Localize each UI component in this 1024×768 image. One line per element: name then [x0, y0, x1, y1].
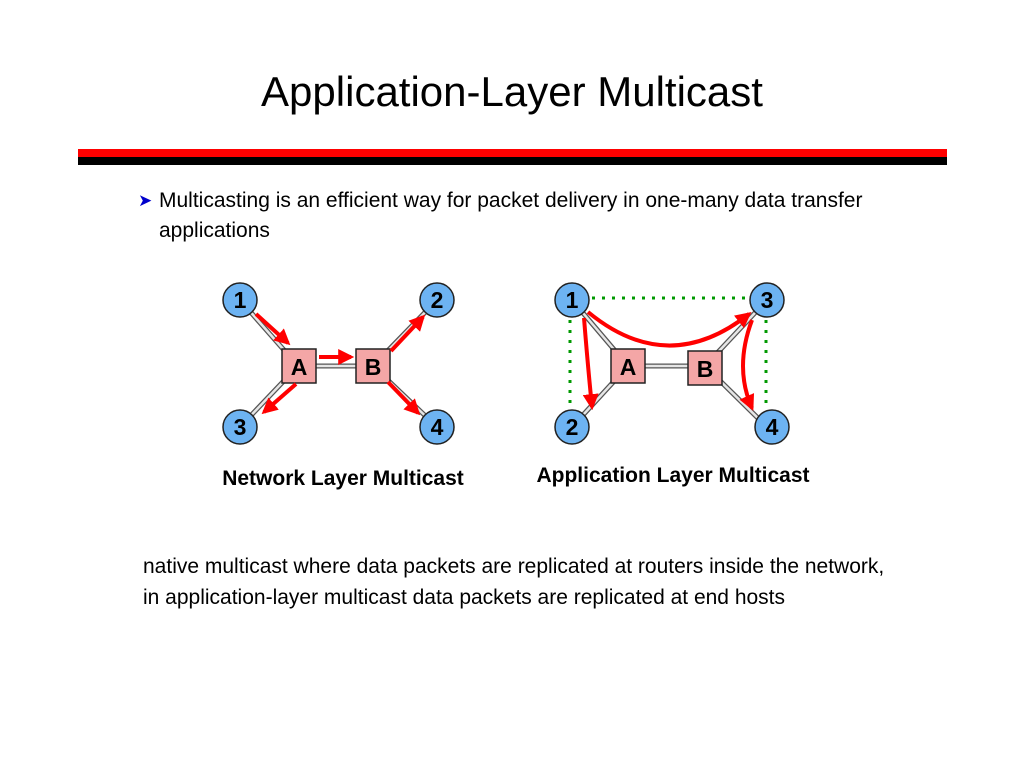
router-A: A	[610, 348, 646, 384]
host-label: 3	[761, 287, 774, 313]
application-layer-diagram: A B 1 3 2 4 Application Layer Mu	[536, 282, 810, 487]
host-1: 1	[554, 282, 590, 318]
host-3: 3	[749, 282, 785, 318]
arrow-3-to-4	[739, 319, 755, 411]
router-label: B	[697, 356, 714, 382]
slide-title: Application-Layer Multicast	[261, 68, 763, 115]
arrow-B-to-2	[389, 314, 426, 353]
host-2: 2	[419, 282, 455, 318]
host-label: 1	[566, 287, 579, 313]
host-label: 2	[431, 287, 444, 313]
router-B: B	[355, 348, 391, 384]
application-physical-links	[570, 298, 769, 429]
host-label: 3	[234, 414, 247, 440]
router-label: A	[620, 354, 637, 380]
host-4: 4	[419, 409, 455, 445]
router-B: B	[687, 350, 723, 386]
arrow-1-to-2	[582, 317, 599, 411]
router-label: B	[365, 354, 382, 380]
body-paragraph: native multicast where data packets are …	[143, 555, 885, 609]
network-layer-diagram: A B 1 2 3 4 Networ	[222, 282, 464, 490]
host-label: 4	[766, 414, 779, 440]
host-label: 4	[431, 414, 444, 440]
application-arrows	[582, 310, 755, 411]
host-2: 2	[554, 409, 590, 445]
arrow-B-to-4	[386, 380, 421, 416]
title-rule-red	[78, 149, 947, 157]
arrowhead-bullet-icon: ➤	[138, 191, 153, 211]
overlay-links	[568, 296, 768, 408]
router-A: A	[281, 348, 317, 384]
bullet-text: Multicasting is an efficient way for pac…	[159, 189, 863, 242]
host-3: 3	[222, 409, 258, 445]
network-arrows	[254, 312, 426, 416]
host-label: 1	[234, 287, 247, 313]
host-label: 2	[566, 414, 579, 440]
network-diagram-caption: Network Layer Multicast	[222, 467, 464, 490]
title-rule-black	[78, 157, 947, 165]
bullet-item: ➤ Multicasting is an efficient way for p…	[138, 186, 898, 246]
host-4: 4	[754, 409, 790, 445]
host-1: 1	[222, 282, 258, 318]
application-diagram-caption: Application Layer Multicast	[536, 464, 809, 487]
router-label: A	[291, 354, 308, 380]
arrow-1-to-3	[586, 310, 752, 348]
arrow-A-to-3	[261, 382, 298, 415]
arrow-1-to-A	[254, 312, 291, 346]
